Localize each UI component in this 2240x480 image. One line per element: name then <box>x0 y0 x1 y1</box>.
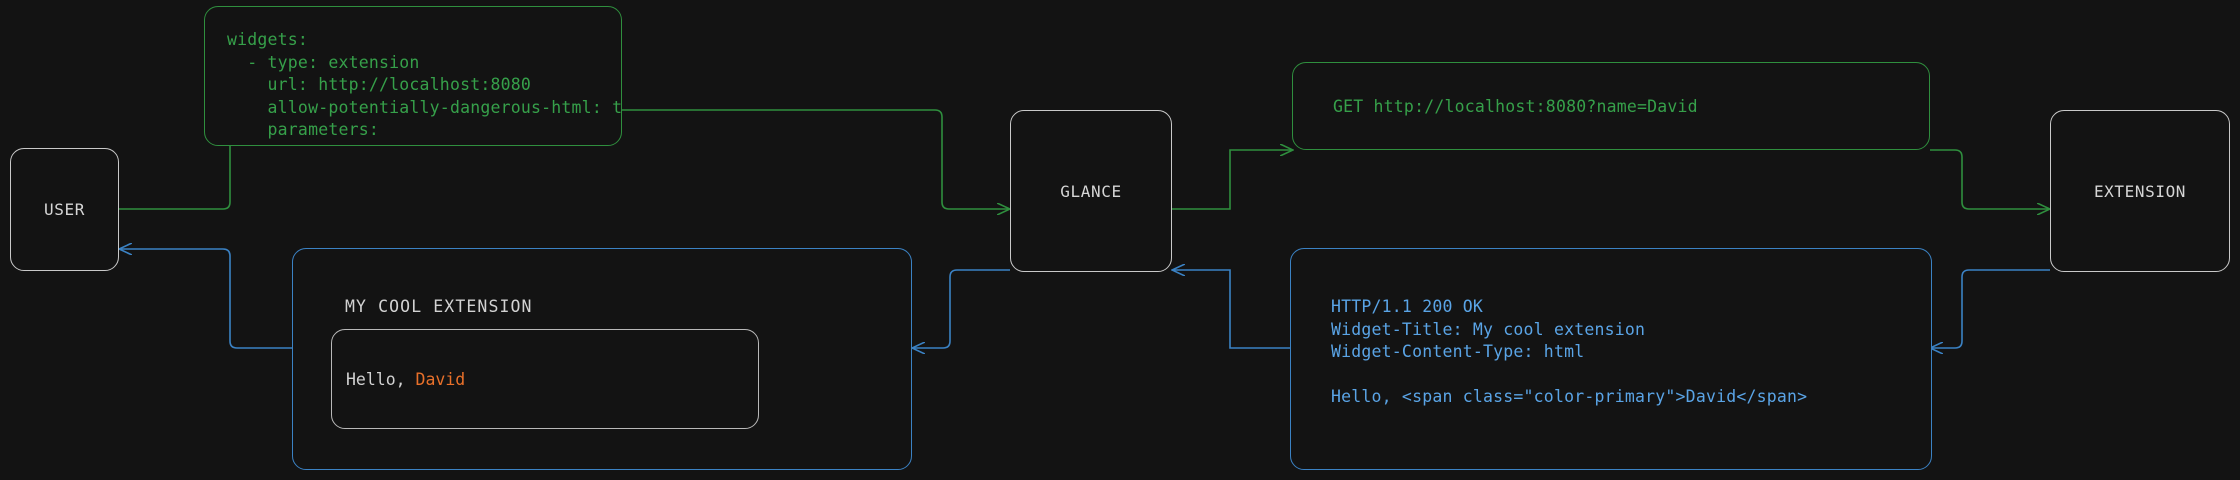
connector-extension-to-response <box>1931 269 2050 348</box>
node-extension[interactable]: EXTENSION <box>2050 110 2230 272</box>
http-request-text: GET http://localhost:8080?name=David <box>1333 97 1698 116</box>
node-glance-label: GLANCE <box>1060 181 1122 201</box>
node-user[interactable]: USER <box>10 148 119 271</box>
widget-title: MY COOL EXTENSION <box>345 297 533 316</box>
http-response-box[interactable]: HTTP/1.1 200 OK Widget-Title: My cool ex… <box>1290 248 1932 470</box>
connector-glance-to-widget <box>913 269 1010 348</box>
node-user-label: USER <box>44 200 85 219</box>
config-yaml-box[interactable]: widgets: - type: extension url: http://l… <box>204 6 622 146</box>
http-request-box[interactable]: GET http://localhost:8080?name=David <box>1292 62 1930 150</box>
connector-config-to-glance <box>622 109 1009 209</box>
widget-content-frame: Hello, David <box>331 329 759 429</box>
connector-glance-to-request <box>1172 150 1292 210</box>
http-response-text: HTTP/1.1 200 OK Widget-Title: My cool ex… <box>1331 297 1808 406</box>
node-glance[interactable]: GLANCE <box>1010 110 1172 272</box>
widget-greeting: Hello, David <box>346 370 465 389</box>
widget-greeting-name: David <box>415 370 466 389</box>
config-yaml-text: widgets: - type: extension url: http://l… <box>227 30 622 145</box>
connector-widget-to-user <box>120 249 292 349</box>
rendered-widget-box[interactable]: MY COOL EXTENSION Hello, David <box>292 248 912 470</box>
connector-request-to-extension <box>1930 149 2049 209</box>
node-extension-label: EXTENSION <box>2093 181 2187 201</box>
connector-response-to-glance <box>1173 270 1290 349</box>
widget-greeting-prefix: Hello, <box>346 370 416 389</box>
